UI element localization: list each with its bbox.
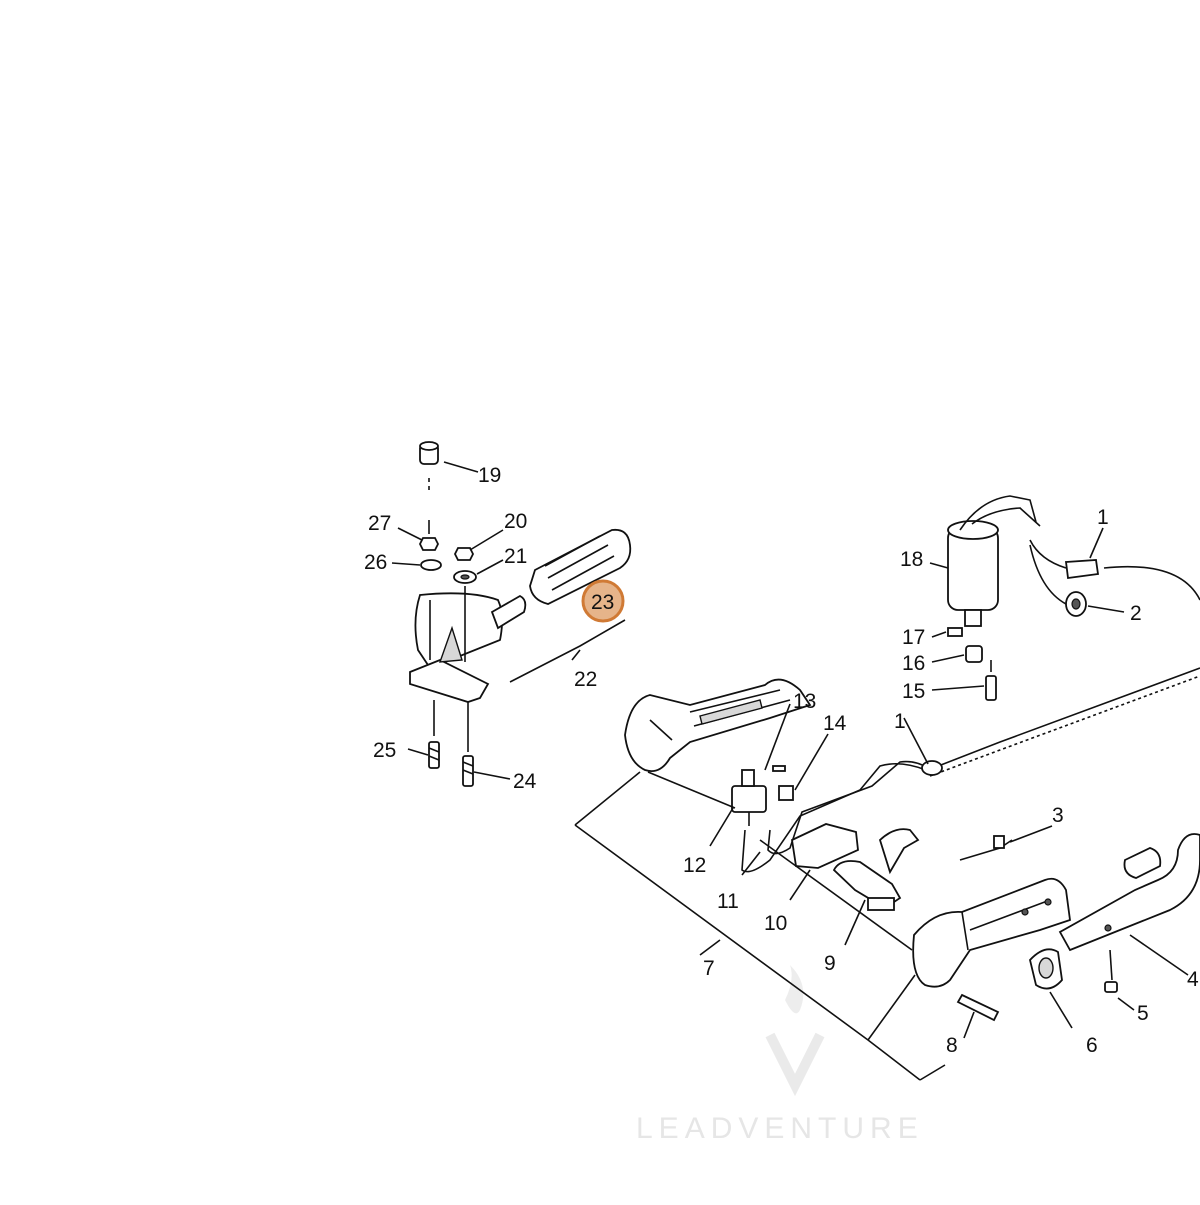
part-4-loop-handle[interactable] — [1058, 833, 1200, 952]
part-14-clip[interactable] — [778, 785, 794, 801]
callout-21[interactable]: 21 — [504, 545, 527, 568]
callout-8[interactable]: 8 — [946, 1034, 958, 1057]
part-15-screw[interactable] — [985, 660, 997, 701]
callout-20[interactable]: 20 — [504, 510, 527, 533]
callout-4[interactable]: 4 — [1187, 968, 1199, 991]
callout-11[interactable]: 11 — [717, 890, 739, 913]
callout-23-highlighted[interactable]: 23 — [581, 579, 625, 623]
part-2-connector[interactable] — [1029, 544, 1087, 617]
part-6-clamp[interactable] — [1029, 948, 1063, 990]
part-17-spring[interactable] — [947, 627, 963, 637]
callout-25[interactable]: 25 — [373, 739, 396, 762]
callout-13[interactable]: 13 — [793, 690, 816, 713]
callout-23[interactable]: 23 — [591, 591, 614, 614]
callout-18[interactable]: 18 — [900, 548, 923, 571]
wire-strand — [767, 760, 929, 855]
callout-5[interactable]: 5 — [1137, 1002, 1149, 1025]
watermark-logo-icon — [765, 965, 825, 1097]
part-8-screw[interactable] — [956, 993, 1000, 1022]
part-27-nut[interactable] — [418, 520, 440, 551]
part-25-bolt[interactable] — [428, 700, 440, 769]
part-18-ignition-coil[interactable] — [947, 495, 1041, 627]
part-23-handle-grip[interactable] — [529, 528, 632, 605]
callout-3[interactable]: 3 — [1052, 804, 1064, 827]
part-9-throttle-trigger[interactable] — [832, 828, 920, 911]
callout-10[interactable]: 10 — [764, 912, 787, 935]
part-22-mount-bracket[interactable] — [409, 586, 527, 716]
leader-lines-left — [391, 461, 626, 780]
part-26-washer[interactable] — [420, 559, 442, 571]
part-5-screw[interactable] — [1104, 949, 1118, 993]
callout-15[interactable]: 15 — [902, 680, 925, 703]
part-19-cap-nut[interactable] — [419, 441, 439, 465]
callout-27[interactable]: 27 — [368, 512, 391, 535]
callout-6[interactable]: 6 — [1086, 1034, 1098, 1057]
callout-7[interactable]: 7 — [703, 957, 715, 980]
callout-1[interactable]: 1 — [1097, 506, 1109, 529]
callout-1[interactable]: 1 — [894, 710, 906, 733]
part-1-cable[interactable] — [921, 565, 1200, 777]
callout-16[interactable]: 16 — [902, 652, 925, 675]
part-12-switch[interactable] — [731, 769, 767, 826]
part-1-spark-plug-cap[interactable] — [1029, 539, 1100, 580]
part-16-sleeve[interactable] — [965, 645, 983, 663]
leader-lines-right — [574, 527, 1189, 1081]
callout-22[interactable]: 22 — [574, 668, 597, 691]
part-20-nut[interactable] — [453, 547, 475, 561]
part-21-washer[interactable] — [453, 570, 477, 584]
callout-12[interactable]: 12 — [683, 854, 706, 877]
watermark-text: LEADVENTURE — [636, 1112, 924, 1145]
part-3-spring[interactable] — [959, 835, 1013, 861]
callout-labels: 1 1 2 3 4 5 6 7 8 9 10 11 12 13 14 15 16… — [364, 464, 1199, 1057]
callout-2[interactable]: 2 — [1130, 602, 1142, 625]
highlight-circle[interactable] — [581, 579, 625, 623]
callout-17[interactable]: 17 — [902, 626, 925, 649]
part-7-rear-handle[interactable] — [912, 877, 1071, 988]
callout-26[interactable]: 26 — [364, 551, 387, 574]
callout-24[interactable]: 24 — [513, 770, 537, 793]
callout-19[interactable]: 19 — [478, 464, 501, 487]
part-7-handle-housing[interactable] — [624, 678, 812, 773]
part-13-pin[interactable] — [772, 765, 786, 772]
callout-9[interactable]: 9 — [824, 952, 836, 975]
callout-14[interactable]: 14 — [823, 712, 847, 735]
part-24-bolt[interactable] — [462, 716, 474, 787]
